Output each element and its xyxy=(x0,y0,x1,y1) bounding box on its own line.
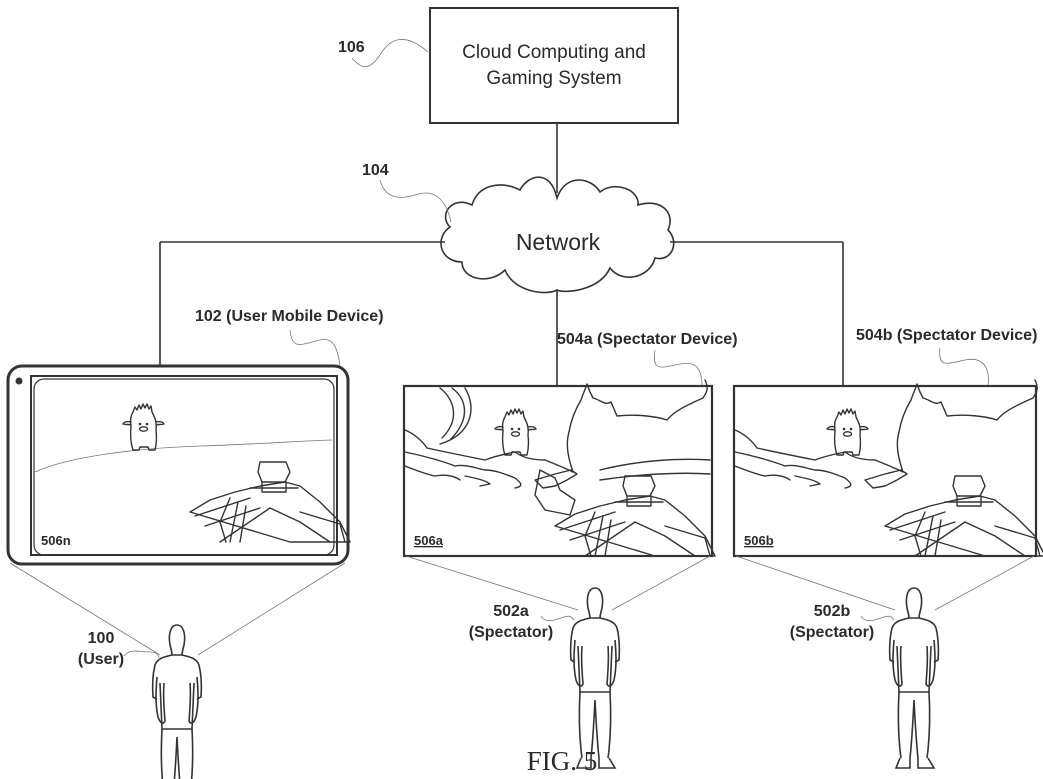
ref-104-leader xyxy=(379,179,452,223)
user-device-label: 102 (User Mobile Device) xyxy=(195,308,384,325)
spectator-screen-506b: 506b xyxy=(734,379,1043,557)
screen-ref-506a: 506a xyxy=(414,533,444,548)
user-device-leader xyxy=(289,329,341,367)
spectator-device-b-leader xyxy=(939,347,989,387)
ref-104-callout: 104 xyxy=(362,162,452,223)
figure-caption: FIG. 5 xyxy=(527,746,598,776)
spectator-b-ref-label: 502b xyxy=(814,603,851,620)
weapon-graphic xyxy=(554,475,716,557)
spectator-502a: 502a (Spectator) xyxy=(469,587,621,769)
ref-106-callout: 106 xyxy=(338,39,429,68)
user-ref-label: 100 xyxy=(88,630,115,647)
creature-figure xyxy=(826,408,869,456)
viewing-cones xyxy=(9,555,1035,656)
cloud-system-label-line2: Gaming System xyxy=(486,68,621,89)
spectator-502b: 502b (Spectator) xyxy=(790,587,940,769)
network-label: Network xyxy=(516,229,601,255)
ref-106-leader xyxy=(351,39,429,68)
creature-figure xyxy=(494,408,537,456)
spectator-a-ref-label: 502a xyxy=(493,603,529,620)
network-cloud: Network xyxy=(440,176,675,294)
ref-104-label: 104 xyxy=(362,162,389,179)
spectator-a-role-label: (Spectator) xyxy=(469,624,553,641)
spectator-device-a-label: 504a (Spectator Device) xyxy=(557,331,738,348)
creature-figure xyxy=(122,403,165,451)
user-100: 100 (User) xyxy=(78,624,203,779)
user-figure xyxy=(151,624,203,779)
network-links xyxy=(159,241,844,386)
screen-ref-506n: 506n xyxy=(41,533,71,548)
spectator-device-a-leader xyxy=(653,349,703,387)
spectator-screen-506a: 506a xyxy=(404,379,716,557)
weapon-graphic xyxy=(189,461,351,543)
cloud-system-label-line1: Cloud Computing and xyxy=(462,42,646,63)
spectator-b-role-label: (Spectator) xyxy=(790,624,874,641)
cloud-gaming-system-box: Cloud Computing and Gaming System xyxy=(429,7,679,124)
spectator-device-a: 506a xyxy=(402,379,716,558)
spectator-a-figure xyxy=(569,587,621,769)
user-screen-506n: 506n xyxy=(34,403,351,548)
spectator-device-b-label: 504b (Spectator Device) xyxy=(856,327,1037,344)
spectator-device-b: 506b xyxy=(732,379,1043,558)
screen-ref-506b: 506b xyxy=(744,533,774,548)
weapon-graphic xyxy=(884,475,1043,557)
spectator-b-figure xyxy=(888,587,940,769)
user-role-label: (User) xyxy=(78,651,124,668)
camera-dot xyxy=(15,377,23,385)
ref-106-label: 106 xyxy=(338,39,365,56)
user-mobile-device: 506n xyxy=(6,364,351,566)
